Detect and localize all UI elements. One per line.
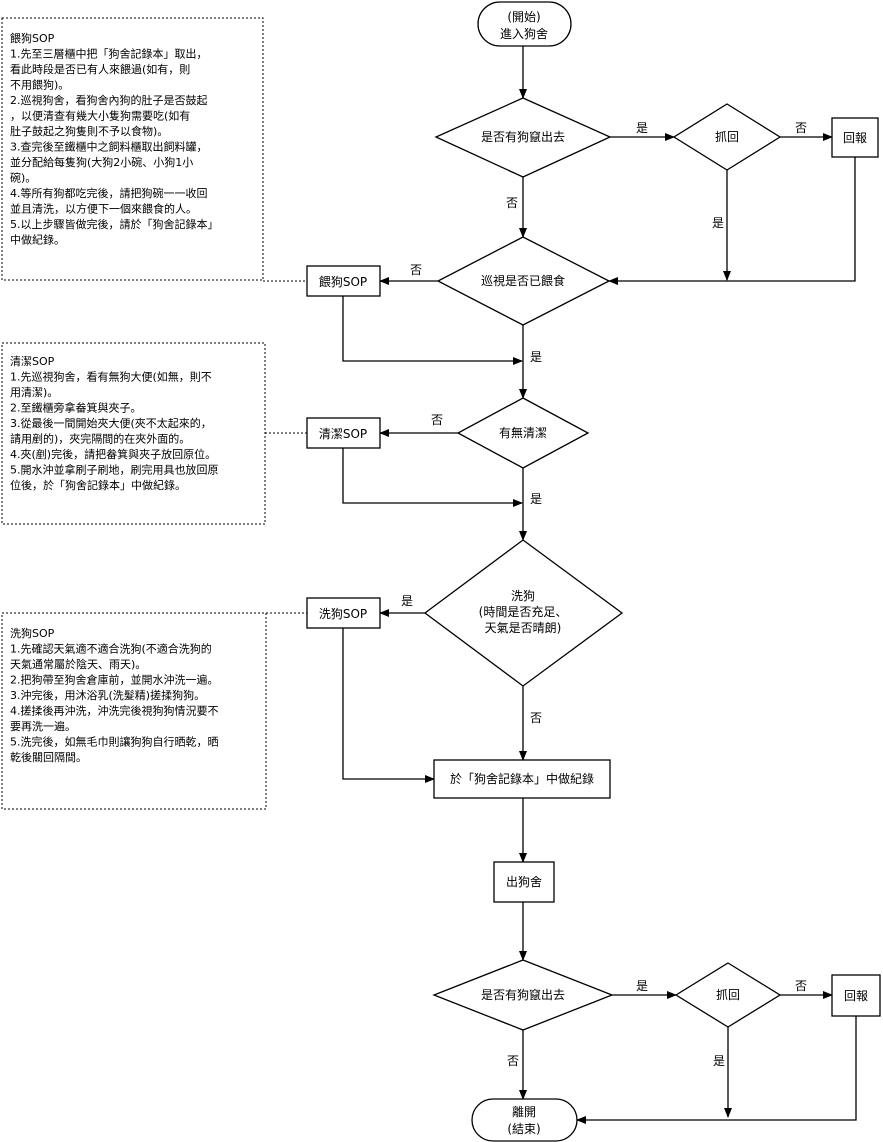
escape-check-decision-1: 是否有狗竄出去 [434, 97, 612, 178]
svg-text:回報: 回報 [843, 131, 867, 145]
wash-check-decision: 洗狗 (時間是否充足、 天氣是否晴朗) [423, 539, 624, 687]
label-escape1-no: 否 [506, 196, 518, 210]
edges [342, 46, 857, 1124]
record-box: 於「狗舍記錄本」中做紀錄 [433, 759, 611, 799]
label-feed-yes: 是 [530, 350, 542, 364]
svg-text:清潔SOP 1.先巡視狗舍，看有無狗大便(如無，: 清潔SOP 1.先巡視狗舍，看有無狗大便(如無，則不 用清潔)。 2.至鐵櫃旁拿… [10, 354, 222, 492]
start-node: (開始) 進入狗舍 [477, 1, 572, 47]
clean-sop-box: 清潔SOP [306, 417, 381, 449]
feed-check-decision: 巡視是否已餵食 [436, 236, 611, 326]
svg-text:回報: 回報 [844, 989, 868, 1003]
svg-text:餵狗SOP: 餵狗SOP [319, 274, 367, 289]
label-escape2-no: 否 [507, 1054, 519, 1068]
svg-text:抓回: 抓回 [715, 130, 739, 144]
catch-decision-2: 抓回 [674, 962, 782, 1028]
label-clean-yes: 是 [530, 492, 542, 506]
svg-text:有無清潔: 有無清潔 [499, 425, 547, 440]
label-catch2-yes: 是 [713, 1054, 725, 1068]
svg-text:洗狗SOP: 洗狗SOP [319, 607, 367, 621]
catch-decision-1: 抓回 [672, 103, 782, 171]
exit-kennel-box: 出狗舍 [493, 861, 555, 903]
label-escape2-yes: 是 [636, 979, 648, 993]
label-catch2-no: 否 [795, 979, 807, 993]
clean-check-decision: 有無清潔 [456, 397, 590, 469]
wash-sop-note: 洗狗SOP 1.先確認天氣適不適合洗狗(不適合洗狗的 天氣通常屬於陰天、雨天)。… [1, 612, 267, 810]
end-node: 離開 (結束) [471, 1098, 578, 1142]
label-catch1-no: 否 [795, 121, 807, 135]
feed-sop-box: 餵狗SOP [306, 265, 381, 297]
label-wash-yes: 是 [401, 594, 413, 608]
report-box-2: 回報 [831, 974, 881, 1017]
svg-text:(開始): (開始) [507, 10, 540, 24]
svg-text:洗狗: 洗狗 [511, 589, 535, 603]
label-escape1-yes: 是 [636, 121, 648, 135]
svg-text:(結束): (結束) [507, 1122, 540, 1136]
wash-sop-box: 洗狗SOP [306, 597, 381, 629]
label-clean-no: 否 [431, 413, 443, 427]
edge-labels: 是 否 否 是 否 是 否 是 是 否 是 否 否 是 [401, 121, 807, 1068]
svg-text:是否有狗竄出去: 是否有狗竄出去 [481, 129, 565, 144]
svg-text:於「狗舍記錄本」中做紀錄: 於「狗舍記錄本」中做紀錄 [450, 771, 594, 786]
label-catch1-yes: 是 [712, 216, 724, 230]
svg-text:清潔SOP: 清潔SOP [319, 427, 367, 441]
clean-sop-note: 清潔SOP 1.先巡視狗舍，看有無狗大便(如無，則不 用清潔)。 2.至鐵櫃旁拿… [1, 342, 266, 525]
svg-text:洗狗SOP 1.先確認天氣適不適合洗狗(不適合洗: 洗狗SOP 1.先確認天氣適不適合洗狗(不適合洗狗的 天氣通常屬於陰天、雨天)。… [10, 627, 222, 764]
svg-text:餵狗SOP 1.先至三層櫃中把「狗舍記錄本」取出: 餵狗SOP 1.先至三層櫃中把「狗舍記錄本」取出， 看此時段是否已有人來餵過(如… [10, 31, 222, 247]
svg-text:巡視是否已餵食: 巡視是否已餵食 [481, 273, 565, 288]
svg-text:(時間是否充足、: (時間是否充足、 [479, 604, 568, 619]
svg-text:出狗舍: 出狗舍 [506, 874, 542, 889]
svg-text:離開: 離開 [512, 1105, 536, 1119]
label-feed-no: 否 [410, 263, 422, 277]
svg-text:是否有狗竄出去: 是否有狗竄出去 [481, 987, 565, 1002]
report-box-1: 回報 [831, 117, 879, 158]
svg-text:進入狗舍: 進入狗舍 [500, 26, 548, 41]
svg-text:天氣是否晴朗): 天氣是否晴朗) [485, 621, 562, 635]
feed-sop-note: 餵狗SOP 1.先至三層櫃中把「狗舍記錄本」取出， 看此時段是否已有人來餵過(如… [1, 17, 264, 281]
svg-text:抓回: 抓回 [716, 988, 740, 1002]
label-wash-no: 否 [530, 711, 542, 725]
escape-check-decision-2: 是否有狗竄出去 [432, 959, 614, 1031]
